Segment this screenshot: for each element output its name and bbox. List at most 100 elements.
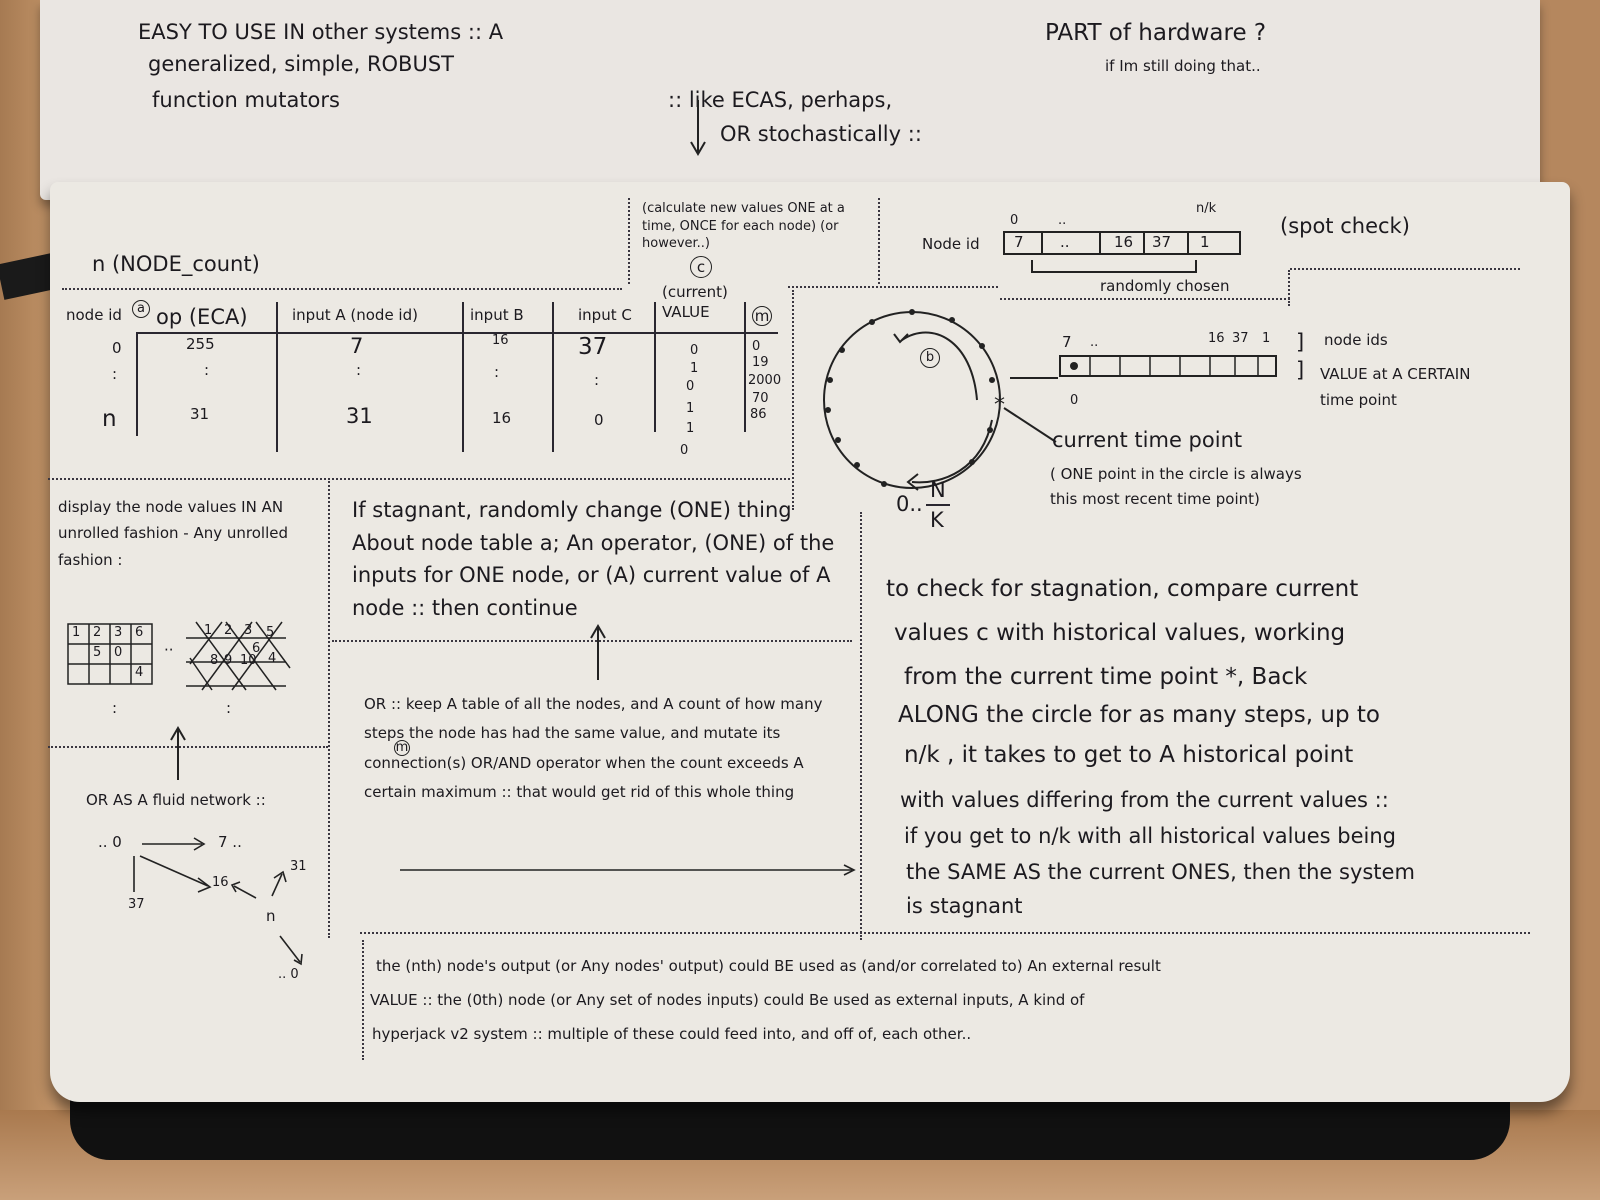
strip-top-label: 7 (1062, 333, 1072, 351)
grid-cell: 5 (93, 645, 102, 660)
tri-cell: 8 (210, 653, 219, 668)
strip-bottom-label: 0 (1070, 393, 1079, 408)
current-time-label: current time point (1052, 428, 1243, 452)
check-line: to check for stagnation, compare current (886, 576, 1359, 602)
table-rule (654, 302, 656, 432)
bottom-line-1: the (nth) node's output (or Any nodes' o… (376, 957, 1161, 975)
bracket: ] (1296, 358, 1305, 382)
cell-value: 0 (690, 343, 699, 358)
top-line-3: function mutators (152, 88, 340, 112)
spot-cell: 16 (1114, 233, 1134, 251)
tri-cell: 6 (252, 641, 261, 656)
spot-top-label: n/k (1196, 201, 1217, 216)
cell-input-a: 7 (350, 334, 364, 358)
separator (360, 932, 1530, 934)
table-header-input-b: input B (470, 306, 524, 324)
stoch-note: OR stochastically :: (720, 122, 922, 146)
check-line: values c with historical values, working (894, 620, 1346, 646)
tri-cell: 3 (244, 623, 253, 638)
cell-node-id: : (112, 365, 118, 383)
spot-cell: 1 (1200, 233, 1210, 251)
upper-page (40, 0, 1540, 200)
ecas-note: :: like ECAS, perhaps, (668, 88, 893, 112)
node-count-label: n (NODE_count) (92, 252, 260, 276)
net-node: .. 0 (98, 833, 122, 851)
grid-cell: 0 (114, 645, 123, 660)
bracket: ] (1296, 330, 1305, 354)
unrolled-triangles (186, 621, 291, 691)
separator (362, 940, 364, 1060)
net-node: .. 0 (278, 967, 299, 982)
separator (860, 512, 862, 940)
check-line: ALONG the circle for as many steps, up t… (898, 702, 1380, 728)
node-ids-label: node ids (1324, 331, 1388, 349)
connector-line (1010, 377, 1058, 379)
table-header-value: (current) VALUE (662, 283, 728, 322)
spot-node-id-label: Node id (922, 235, 980, 253)
separator (878, 198, 880, 284)
svg-text:*: * (994, 393, 1005, 418)
table-header-input-c: input C (578, 306, 632, 324)
stagnant-text: If stagnant, randomly change (ONE) thing… (352, 498, 835, 620)
marker-m-small: m (394, 740, 410, 756)
marker-c: c (690, 256, 712, 278)
separator (48, 746, 328, 748)
cell-value: 1 (690, 361, 699, 376)
lower-page (50, 182, 1570, 1102)
separator (328, 478, 330, 938)
grid-cell: 1 (72, 625, 81, 640)
calc-note: (calculate new values ONE at a time, ONC… (642, 201, 845, 252)
net-node: 31 (290, 859, 307, 874)
cell-m: 0 (752, 339, 761, 354)
randomly-chosen-label: randomly chosen (1100, 277, 1230, 295)
spot-top-label: 0 (1010, 213, 1019, 228)
grid-cell: 3 (114, 625, 123, 640)
check-line: if you get to n/k with all historical va… (904, 824, 1397, 848)
tri-cell: 1 (204, 623, 213, 638)
tri-cell: 5 (266, 625, 275, 640)
table-header-op: op (ECA) (156, 305, 248, 329)
pointer-line (1003, 407, 1057, 443)
spot-cell: 37 (1152, 233, 1172, 251)
grid-cell: 2 (93, 625, 102, 640)
separator (792, 290, 794, 510)
tri-cell: 4 (268, 651, 277, 666)
table-rule (138, 332, 778, 334)
strip-top-label: 16 (1208, 331, 1225, 346)
cell-input-b: 16 (492, 333, 509, 348)
vertical-ellipsis: : (226, 699, 232, 717)
tri-cell: 9 (224, 653, 233, 668)
grid-cell: 6 (135, 625, 144, 640)
fluid-network-label: OR AS A fluid network :: (86, 791, 266, 809)
cell-value: 1 (686, 401, 695, 416)
net-node: 37 (128, 897, 145, 912)
top-line-2: generalized, simple, ROBUST (148, 52, 454, 76)
time-circle: * (823, 309, 1005, 491)
display-text: display the node values IN AN unrolled f… (58, 498, 289, 569)
cell-m: 2000 (748, 373, 782, 388)
hardware-question: PART of hardware ? (1045, 20, 1267, 46)
table-rule (136, 332, 138, 436)
vertical-ellipsis: : (112, 699, 118, 717)
tri-cell: 10 (240, 653, 257, 668)
spot-array-box (1003, 231, 1241, 255)
spot-cell: 7 (1014, 233, 1024, 251)
spot-check-label: (spot check) (1280, 214, 1410, 238)
marker-b: b (920, 348, 940, 368)
separator (1290, 268, 1520, 270)
tri-cell: 2 (224, 623, 233, 638)
strip-top-label: .. (1090, 335, 1099, 350)
net-node: n (266, 907, 276, 925)
current-time-note: ( ONE point in the circle is always this… (1050, 465, 1302, 508)
table-header-input-a: input A (node id) (292, 306, 418, 324)
separator (332, 640, 852, 642)
spot-cell: .. (1060, 233, 1070, 251)
ellipsis: ·· (164, 641, 174, 659)
cell-op: 31 (190, 405, 210, 423)
cell-op: 255 (186, 335, 215, 353)
cell-m: 19 (752, 355, 769, 370)
check-line: is stagnant (906, 894, 1023, 918)
cell-m: 86 (750, 407, 767, 422)
randomly-brace (1031, 260, 1197, 273)
cell-input-c: 37 (578, 334, 608, 360)
